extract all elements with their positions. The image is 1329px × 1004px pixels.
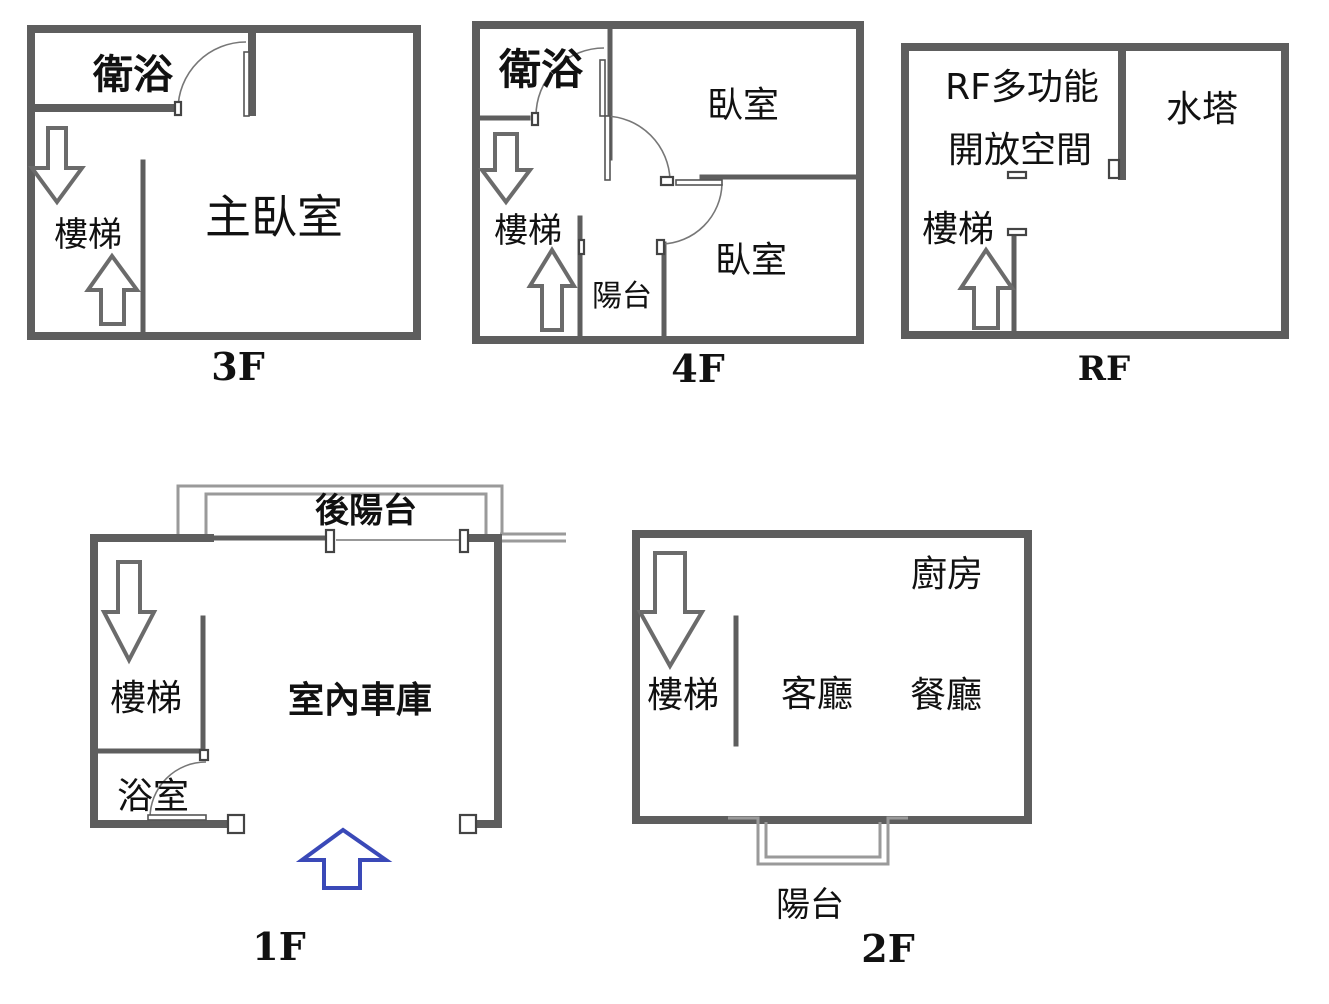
floor-1f-stairs-down-arrow: [100, 560, 158, 665]
floor-4f-bedroom1-door-swing: [605, 115, 671, 181]
floor-4f-bath-door: [599, 59, 606, 117]
floor-1f-back-balcony-rail-outer: [176, 484, 504, 534]
floor-rf-open-jamb: [1006, 170, 1028, 180]
floor-4f-bedroom1-label: 臥室: [707, 85, 779, 126]
floor-3f-door-jamb: [173, 100, 183, 117]
floor-1f-left-wall: [90, 534, 242, 828]
floor-rf-open-space-label-line2: 開放空間: [948, 130, 1092, 171]
floor-2f-outer-wall: [632, 530, 1032, 824]
floor-4f-bath-label: 衛浴: [498, 45, 584, 94]
floor-rf-title: RF: [1078, 349, 1130, 389]
floor-4f-bath-jamb: [530, 111, 540, 127]
floor-rf-water-tank-label: 水塔: [1166, 89, 1238, 130]
floor-1f-slider-post-right: [458, 528, 470, 554]
floor-1f-garage-post-right: [458, 813, 478, 835]
floor-4f-bedroom2-jamb: [655, 238, 666, 256]
floor-rf-stair-jamb: [1006, 227, 1028, 237]
floor-1f-garage-label: 室內車庫: [288, 680, 432, 721]
floor-4f-bedroom2-label: 臥室: [715, 240, 787, 281]
floor-1f-bathroom-label: 浴室: [117, 776, 189, 817]
floor-4f-balcony-jamb: [577, 238, 586, 256]
floor-3f-master-bedroom-label: 主臥室: [205, 190, 343, 244]
floor-rf-stairs-label: 樓梯: [922, 209, 994, 250]
floor-1f-title: 1F: [252, 924, 305, 969]
floor-2f-stairs-down-arrow: [636, 551, 706, 671]
floor-2f-balcony-label: 陽台: [776, 885, 844, 925]
floor-rf-tank-jamb: [1107, 158, 1121, 180]
floor-3f-outer-wall: [27, 25, 421, 340]
floor-1f-garage-post-left: [226, 813, 246, 835]
floor-4f-bedroom1-jamb: [659, 175, 675, 187]
floor-4f-balcony-label: 陽台: [592, 279, 652, 314]
floor-2f-balcony-rail-inner: [764, 822, 882, 859]
floor-3f-bath-label: 衛浴: [92, 52, 174, 98]
floor-2f-stairs-label: 樓梯: [647, 675, 719, 716]
floor-1f-bathroom-door-swing: [149, 761, 207, 819]
floor-3f: 衛浴 樓梯 主臥室 3F: [27, 25, 421, 389]
floor-2f-dining-room-label: 餐廳: [910, 675, 982, 716]
floor-4f-outer-wall: [472, 21, 864, 344]
floor-1f-bathroom-door: [147, 814, 207, 821]
floor-4f-bath-door-swing: [535, 47, 605, 117]
floor-rf-outer-wall: [901, 43, 1289, 339]
floor-3f-stairs-label: 樓梯: [54, 215, 122, 255]
floor-1f-right-wall: [466, 534, 502, 828]
floor-2f-kitchen-label: 廚房: [911, 554, 983, 595]
floor-4f-bedroom2-door: [675, 179, 723, 186]
floor-4f: 衛浴 臥室 樓梯 臥室 陽台 4F: [472, 21, 864, 391]
floor-2f: 廚房 樓梯 客廳 餐廳 陽台 2F: [632, 530, 1032, 971]
floor-4f-title: 4F: [671, 346, 724, 391]
floor-1f-stairs-label: 樓梯: [110, 678, 182, 719]
floor-rf: RF多功能 開放空間 水塔 樓梯 RF: [901, 43, 1289, 389]
floor-3f-stairs-down-arrow: [28, 126, 86, 206]
floor-2f-balcony-rail-outer: [728, 816, 908, 866]
floor-1f-back-balcony-label: 後陽台: [315, 491, 417, 531]
floor-4f-bedroom2-door-swing: [661, 183, 723, 245]
floor-3f-bath-door: [243, 51, 250, 117]
floor-rf-stairs-up-arrow: [957, 246, 1016, 330]
floor-1f-bathroom-jamb: [198, 748, 210, 762]
floor-4f-stairs-down-arrow: [478, 132, 534, 206]
floor-1f-slider-post-left: [324, 528, 336, 554]
floor-3f-stairs-up-arrow: [84, 252, 141, 326]
floor-1f-entrance-arrow: [295, 827, 393, 890]
floor-1f: 後陽台 樓梯 室內車庫 浴室 1F: [90, 484, 566, 969]
floor-rf-open-space-label-line1: RF多功能: [945, 67, 1099, 108]
floor-4f-stairs-up-arrow: [526, 246, 578, 332]
floor-4f-stairs-label: 樓梯: [494, 211, 562, 251]
floor-4f-bedroom1-door: [604, 115, 611, 181]
floor-2f-living-room-label: 客廳: [781, 674, 853, 715]
floor-2f-title: 2F: [861, 926, 914, 971]
floor-3f-bath-door-swing: [177, 41, 247, 111]
floor-3f-title: 3F: [211, 344, 264, 389]
floor-1f-back-balcony-rail-inner: [204, 492, 488, 534]
